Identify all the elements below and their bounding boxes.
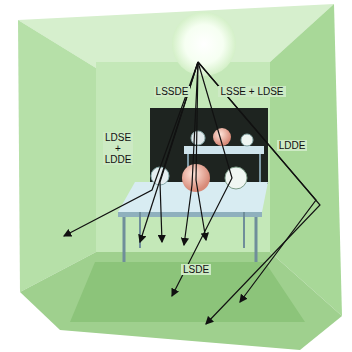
light-path-label: LDSE + LDDE [103, 132, 134, 165]
light-path-label: LDDE [277, 140, 308, 151]
light-path-label: LSDE [181, 264, 211, 275]
light-path-label: LSSDE [154, 86, 191, 97]
light-path [64, 62, 320, 324]
light-path-label: LSSE + LDSE [218, 86, 285, 97]
